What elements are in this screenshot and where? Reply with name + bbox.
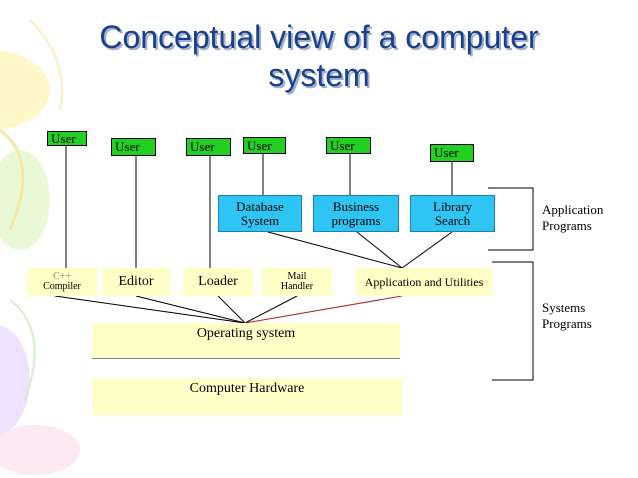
user-label: User [330,137,355,153]
computer-hardware-label: Computer Hardware [189,381,305,396]
user-box: User [243,137,286,154]
operating-system-layer: Operating system [92,323,400,358]
application-programs-label: Application Programs [542,202,603,233]
side-label: Programs [542,217,592,233]
systems-programs-label: Systems Programs [542,300,592,331]
compiler-label: Compiler [43,281,81,292]
user-box: User [111,138,156,156]
application-utilities-label: Application and Utilities [364,274,484,289]
side-label: Systems [542,300,586,315]
database-system-box: Database System [218,195,302,232]
loader-label: Loader [198,273,238,289]
user-box: User [326,137,371,154]
app-label: Database [236,198,284,214]
user-label: User [51,130,76,146]
app-label: Business [332,198,380,214]
user-label: User [190,139,215,155]
library-search-box: Library Search [410,195,495,232]
user-label: User [115,139,140,155]
user-box: User [47,131,87,146]
computer-hardware-layer: Computer Hardware [92,378,402,415]
title-line-1: Conceptual view of a computer [99,19,539,55]
app-label: System [240,212,280,228]
slide-title: Conceptual view of a computer system [20,18,618,94]
mail-handler-box: Mail Handler [262,268,332,296]
editor-box: Editor [102,268,170,296]
side-label: Programs [542,315,592,331]
business-programs-box: Business programs [313,195,399,232]
mail-handler-label: Handler [280,281,314,292]
loader-box: Loader [183,268,253,296]
title-line-2: system [268,57,370,93]
user-box: User [430,144,474,162]
operating-system-label: Operating system [196,326,296,341]
compiler-label: C++ [53,270,71,282]
app-label: Search [434,212,471,228]
mail-handler-label: Mail [287,270,307,282]
editor-label: Editor [118,273,154,289]
user-box: User [186,138,231,156]
side-label: Application [542,202,604,217]
application-utilities-box: Application and Utilities [356,268,492,296]
compiler-box: C++ Compiler [27,268,97,296]
user-label: User [434,145,459,161]
app-label: programs [331,212,381,228]
app-label: Library [433,198,472,214]
user-label: User [247,137,272,153]
